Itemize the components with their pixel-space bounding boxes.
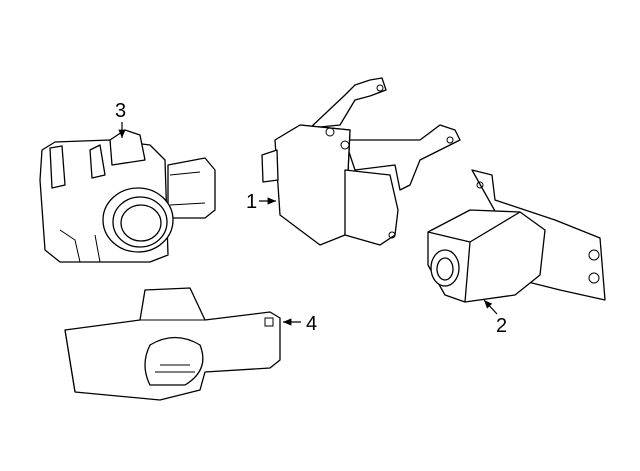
callout-3: 3 [115, 100, 126, 122]
park-sensor-part[interactable] [39, 129, 216, 263]
callout-4: 4 [306, 313, 317, 335]
callout-2: 2 [496, 315, 507, 337]
callout-1: 1 [246, 191, 257, 213]
callout-2-leader [483, 299, 498, 315]
sensor-retainer-part[interactable] [64, 287, 281, 401]
control-module-part[interactable] [261, 77, 461, 246]
camera-part[interactable] [427, 169, 606, 303]
